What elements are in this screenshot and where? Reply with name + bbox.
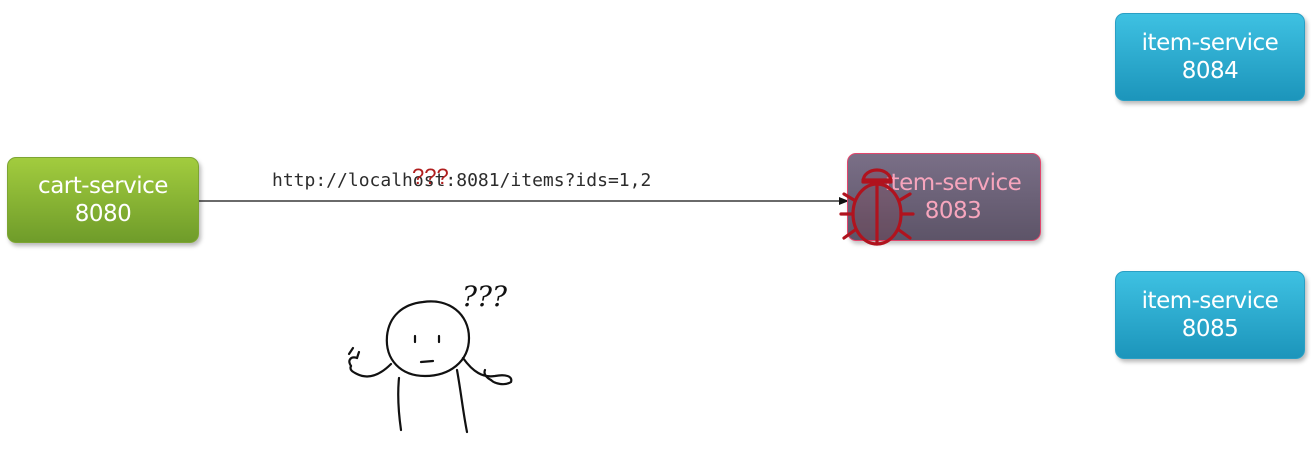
request-url-label: http://localhost:8081/items?ids=1,2: [272, 170, 652, 191]
node-port: 8084: [1181, 58, 1239, 84]
bug-icon: [839, 168, 915, 246]
node-name: item-service: [1141, 30, 1279, 56]
unknown-host-marker: ???: [412, 164, 449, 189]
node-name: item-service: [884, 170, 1022, 196]
confusion-marks: ???: [462, 280, 508, 313]
cart-service-node[interactable]: cart-service 8080: [7, 157, 199, 243]
node-port: 8083: [924, 198, 982, 224]
node-port: 8085: [1181, 316, 1239, 342]
item-service-8084-node[interactable]: item-service 8084: [1115, 13, 1305, 101]
node-name: cart-service: [38, 173, 168, 199]
node-port: 8080: [74, 201, 132, 227]
item-service-8085-node[interactable]: item-service 8085: [1115, 271, 1305, 359]
node-name: item-service: [1141, 288, 1279, 314]
confused-person-shrug-icon: [347, 300, 513, 434]
